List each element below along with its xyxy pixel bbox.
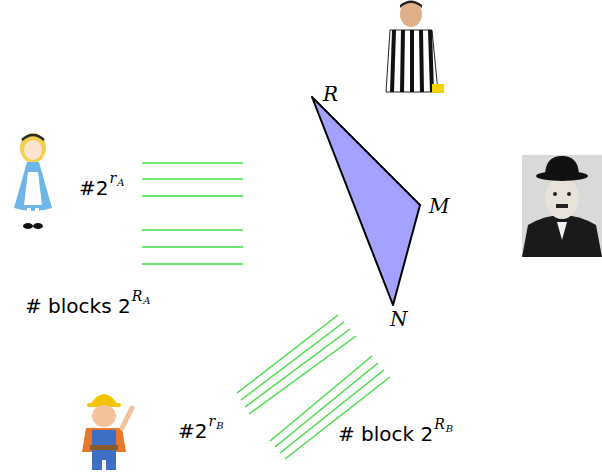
count-label: # blocks 2 — [25, 296, 131, 316]
referee-figure — [386, 1, 444, 94]
count-label: #2 — [178, 421, 207, 441]
exponent-index: A — [117, 178, 124, 188]
alice-figure — [14, 133, 52, 229]
exponent: r — [208, 414, 215, 428]
exponent-index: A — [143, 296, 150, 306]
vertex-label: R — [323, 84, 338, 104]
block-lines-a — [142, 163, 243, 264]
exponent: r — [109, 171, 116, 185]
triangle — [312, 97, 420, 305]
vertex-label: N — [390, 309, 408, 329]
exponent-index: B — [446, 424, 453, 434]
count-label: # block 2 — [338, 424, 433, 444]
exponent-index: B — [216, 421, 223, 431]
builder-figure — [82, 394, 132, 470]
chaplin-photo — [522, 155, 602, 257]
exponent: R — [434, 417, 445, 431]
count-label: #2 — [79, 178, 108, 198]
vertex-label: M — [429, 196, 449, 216]
exponent: R — [132, 289, 143, 303]
